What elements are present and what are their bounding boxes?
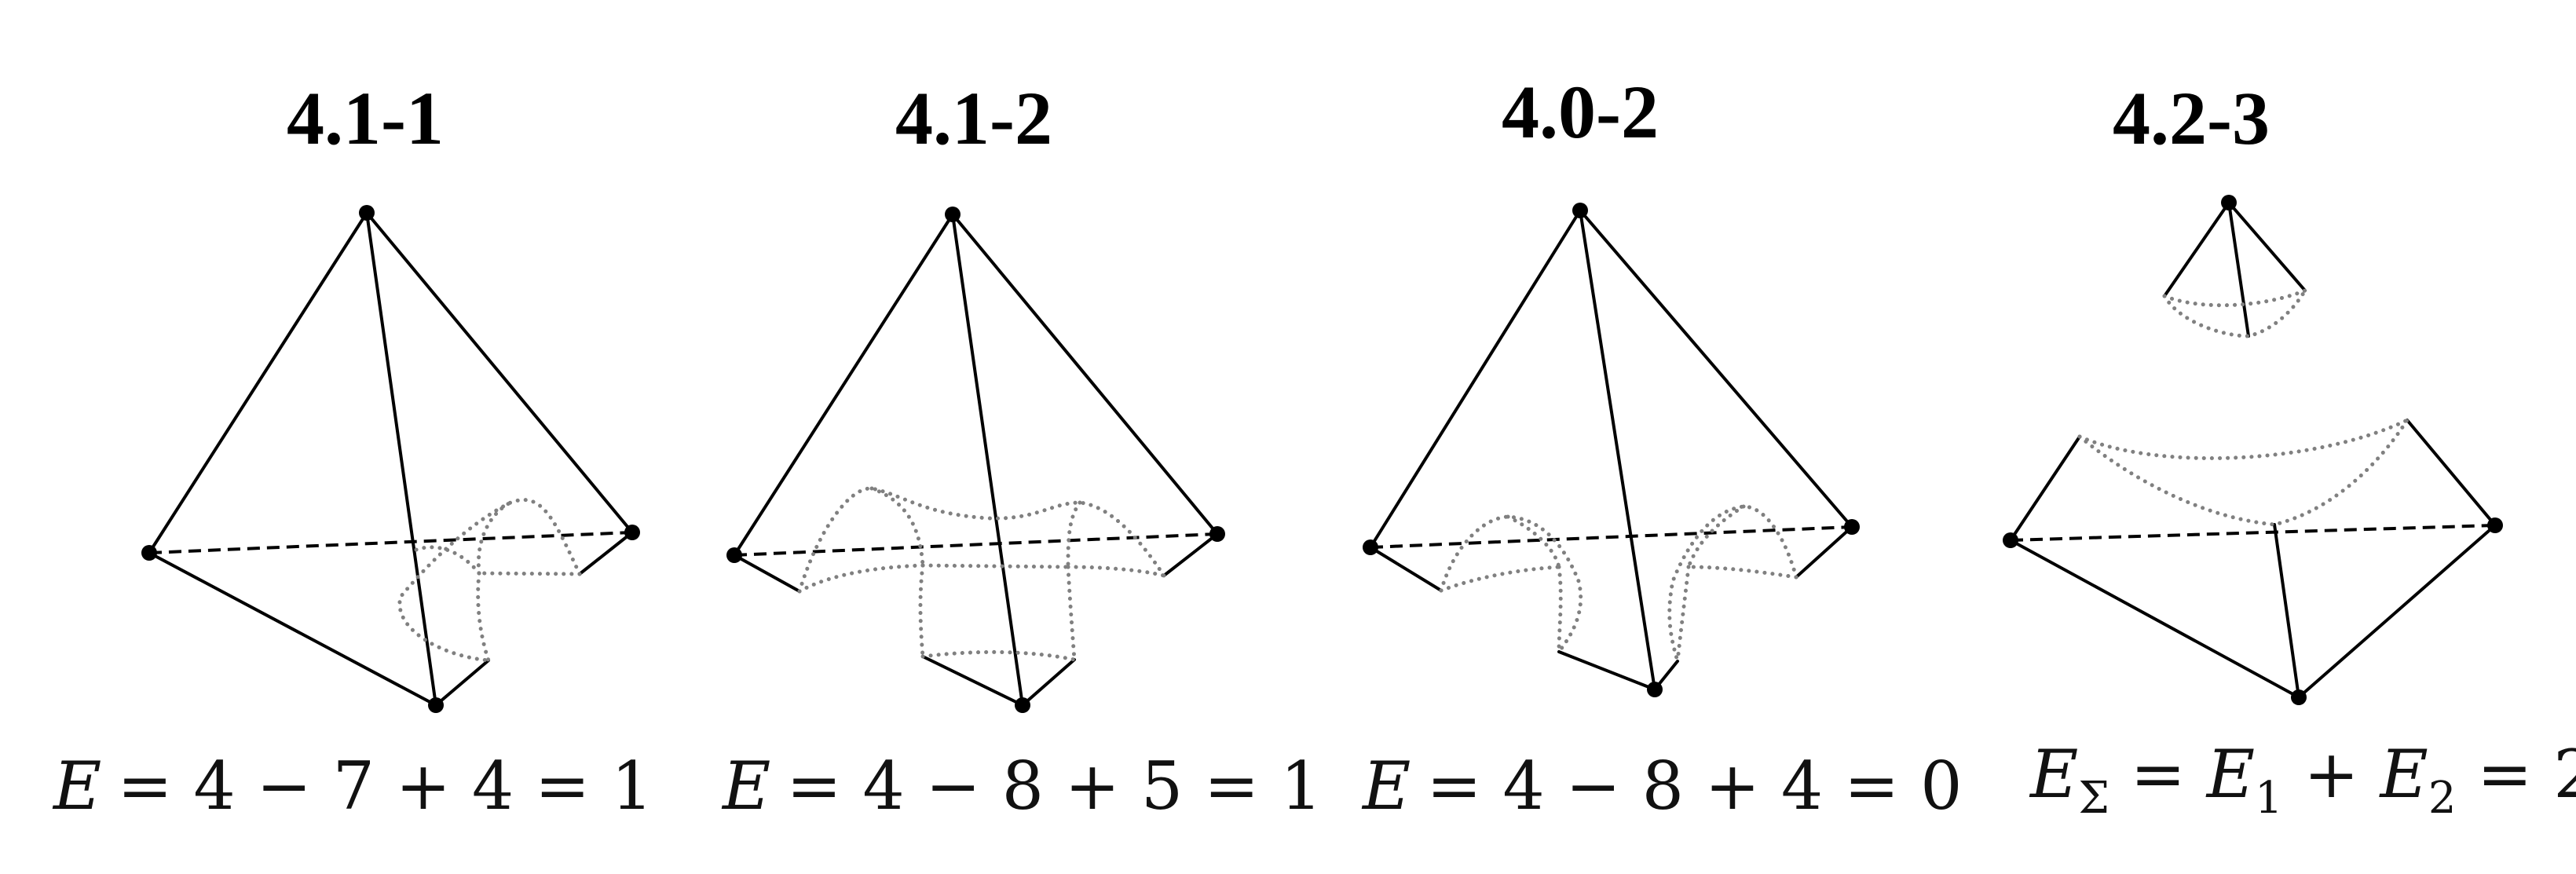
cut-surface-right <box>1667 504 1798 664</box>
vertices <box>726 207 1225 713</box>
figure-title: 4.0-2 <box>1502 70 1659 154</box>
tetrahedron-edges <box>1369 209 1853 691</box>
figure-title: 4.1-1 <box>287 76 444 160</box>
vertices <box>1363 203 1860 697</box>
tetrahedron-edges <box>733 213 1219 707</box>
tetrahedron-edges <box>148 211 634 707</box>
figure-4-1-2: 4.1-2 E= 4 − 8 + 5 <box>721 76 1323 825</box>
figure-4-0-2: 4.0-2 E= 4 − 8 + <box>1361 70 1963 825</box>
figure-title: 4.2-3 <box>2113 76 2270 160</box>
euler-formula: E= 4 − 7 + 4 = 1 <box>52 748 653 825</box>
vertices <box>141 205 640 713</box>
cut-surface-dotted <box>397 498 582 663</box>
euler-sum-formula: EΣ = E1 + E2 = 2 <box>2029 736 2576 824</box>
euler-formula: E= 4 − 8 + 4 = 0 <box>1361 748 1963 825</box>
euler-formula: E= 4 − 8 + 5 = 1 <box>721 748 1323 825</box>
figure-4-2-3: 4.2-3 EΣ = E1 + E2 = 2 <box>2003 76 2576 824</box>
figure-4-1-1: 4.1-1 E= 4 − 7 + 4 = 1 <box>52 76 653 825</box>
top-fragment <box>2162 195 2307 338</box>
bottom-fragment <box>2003 418 2503 705</box>
figure-title: 4.1-2 <box>895 76 1052 160</box>
cut-surface-left <box>1439 514 1583 654</box>
cut-surface-dotted <box>797 486 1166 662</box>
